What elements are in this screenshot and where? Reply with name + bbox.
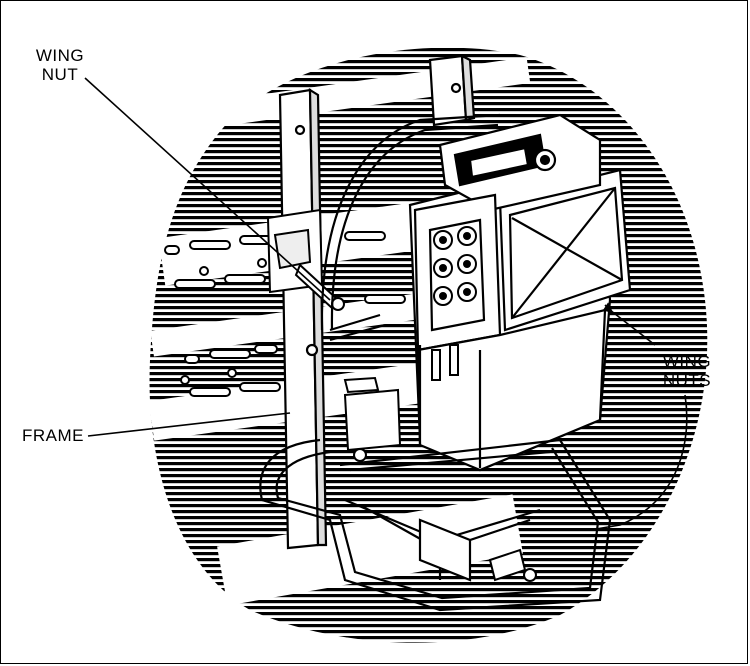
frame-posts [278, 54, 476, 550]
wing-nuts-leader-lower [589, 394, 688, 531]
wing-nuts-leader-upper [609, 309, 656, 346]
wing-nut-leader [84, 77, 331, 301]
wing-nuts-label-line1: WING [662, 352, 712, 371]
wing-nuts-label: WING NUTS [652, 352, 722, 390]
wing-nut-label-line1: WING [35, 46, 85, 65]
wing-nuts-label-line2: NUTS [662, 371, 712, 390]
frame-leader [87, 412, 291, 437]
base-frame [259, 438, 612, 612]
post-wing-nut [343, 376, 402, 462]
base-wing-nut [488, 548, 537, 582]
panel-connectors [431, 226, 477, 381]
wing-nut-label-line2: NUT [41, 65, 79, 84]
leader-lines [84, 77, 688, 531]
frame-label: FRAME [22, 426, 92, 445]
frame-label-text: FRAME [22, 426, 84, 445]
wing-nut-label: WING NUT [30, 46, 90, 84]
support-tube [320, 113, 501, 342]
equipment-unit [408, 113, 632, 472]
slotted-panel [164, 231, 406, 397]
